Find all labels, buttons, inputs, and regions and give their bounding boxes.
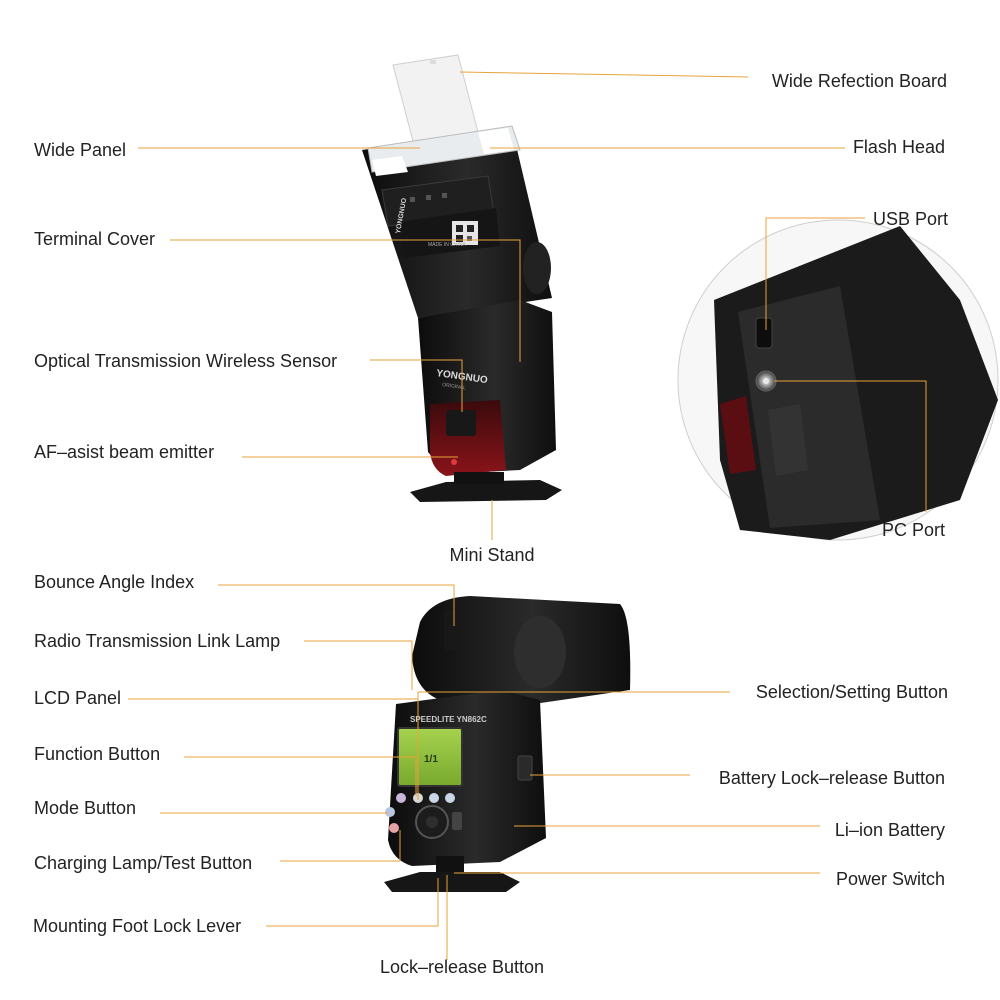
wide-refection-board xyxy=(392,54,479,146)
leader-pc-port xyxy=(774,380,927,512)
label-af-assist: AF–asist beam emitter xyxy=(34,442,215,462)
leader-terminal-cover xyxy=(170,239,521,362)
label-optical-sensor: Optical Transmission Wireless Sensor xyxy=(34,351,338,371)
leader-wide-refection-board xyxy=(459,71,749,78)
label-lock-release-button: Lock–release Button xyxy=(379,957,545,977)
port-closeup-image xyxy=(677,219,999,541)
label-wide-refection-board: Wide Refection Board xyxy=(771,71,947,91)
label-pc-port: PC Port xyxy=(881,520,945,540)
label-usb-port: USB Port xyxy=(872,209,948,229)
button-cluster xyxy=(385,793,462,839)
label-selection-button: Selection/Setting Button xyxy=(755,682,948,702)
leader-selection-button xyxy=(417,691,730,800)
leader-charging-lamp xyxy=(280,830,401,862)
label-radio-link-lamp: Radio Transmission Link Lamp xyxy=(34,631,281,651)
label-wide-panel: Wide Panel xyxy=(34,140,127,160)
leader-optical-sensor xyxy=(370,359,463,412)
leader-function-button xyxy=(184,756,417,796)
leader-bounce-angle-index xyxy=(218,584,455,626)
label-mounting-foot-lever: Mounting Foot Lock Lever xyxy=(33,916,242,936)
label-mini-stand: Mini Stand xyxy=(449,545,535,565)
label-power-switch: Power Switch xyxy=(835,869,945,889)
leader-radio-link-lamp xyxy=(304,640,413,690)
label-battery-lock: Battery Lock–release Button xyxy=(718,768,945,788)
label-mode-button: Mode Button xyxy=(34,798,137,818)
label-bounce-angle-index: Bounce Angle Index xyxy=(34,572,195,592)
flash-head: YONGNUO MADE IN CHINA xyxy=(362,125,552,318)
back-flash-image: SPEEDLITE YN862C 1/1 xyxy=(384,596,631,892)
front-flash-image: YONGNUO MADE IN CHINA YONGNUO ORIGINAL xyxy=(362,54,562,502)
front-brand-sub: ORIGINAL xyxy=(442,382,467,391)
label-function-button: Function Button xyxy=(34,744,161,764)
label-lcd-panel: LCD Panel xyxy=(34,688,122,708)
flash-body: YONGNUO ORIGINAL xyxy=(418,300,556,476)
label-terminal-cover: Terminal Cover xyxy=(34,229,156,249)
lcd-value: 1/1 xyxy=(424,754,438,765)
leader-lines xyxy=(128,71,927,960)
flash-body-back: SPEEDLITE YN862C 1/1 xyxy=(385,690,546,866)
flash-head-back xyxy=(412,596,631,706)
label-charging-lamp: Charging Lamp/Test Button xyxy=(34,853,253,873)
leader-usb-port xyxy=(765,217,865,330)
label-li-ion-battery: Li–ion Battery xyxy=(834,820,945,840)
mounting-foot xyxy=(384,856,520,892)
af-assist-window xyxy=(430,400,506,476)
mini-stand xyxy=(410,472,562,502)
head-label-origin: MADE IN CHINA xyxy=(428,242,466,248)
back-model-text: SPEEDLITE YN862C xyxy=(410,715,487,724)
leader-mounting-foot-lever xyxy=(266,878,439,927)
label-flash-head: Flash Head xyxy=(852,137,945,157)
